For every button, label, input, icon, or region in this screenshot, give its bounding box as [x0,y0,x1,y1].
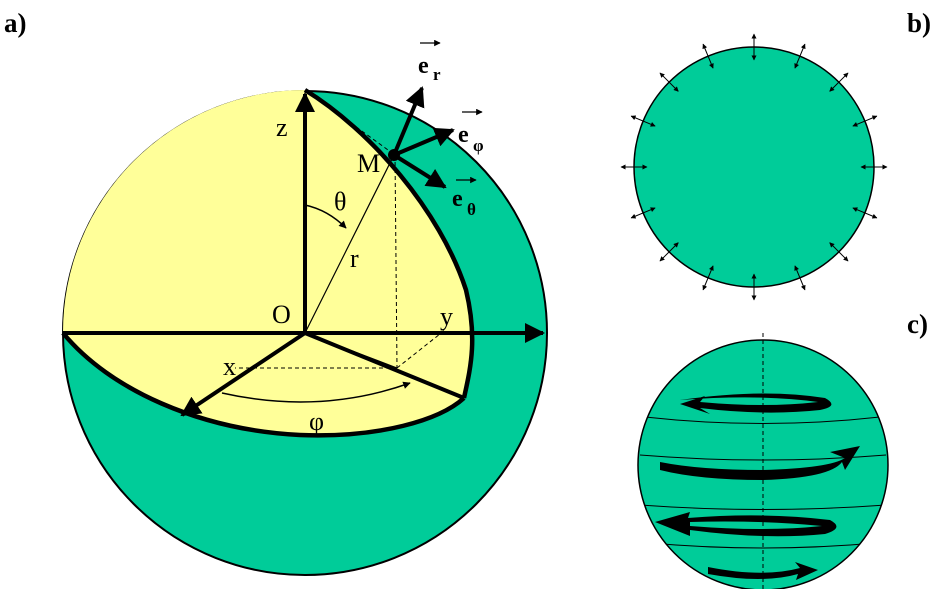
svg-text:e: e [418,53,429,79]
octant-cutaway [62,90,306,333]
label-r: r [350,244,359,273]
equator-edge [61,331,466,438]
radial-arrows [620,33,888,301]
label-M: M [357,149,380,178]
panel-label-b: b) [907,8,931,38]
label-z: z [276,113,288,142]
radial-arrow [630,115,656,127]
label-theta: θ [334,187,346,216]
panel-label-a: a) [4,8,27,38]
radial-arrow [829,242,849,262]
radial-arrow [659,72,679,92]
radius-line [304,154,395,334]
theta-arc [304,204,347,229]
e-r-vector [392,86,425,156]
e-phi-vector [393,127,455,157]
svg-text:e: e [452,186,463,212]
label-e-phi: e φ [458,108,484,155]
panel-a-diagram: a) z M θ r O y x φ e r e φ e θ [4,8,548,576]
svg-text:θ: θ [467,200,476,219]
meridian-edge [303,88,475,399]
panel-label-c: c) [907,309,928,339]
phi-arc [221,381,411,403]
radial-arrow [852,207,878,219]
svg-text:e: e [458,122,469,148]
panel-c-diagram: c) [637,309,928,589]
label-phi: φ [309,407,324,436]
radial-arrow [794,43,806,69]
label-e-r: e r [418,39,441,84]
radial-arrow [659,242,679,262]
svg-text:r: r [433,65,441,84]
radial-arrow [852,115,878,127]
svg-text:φ: φ [473,136,484,155]
label-e-theta: e θ [452,176,477,219]
radial-arrow [630,207,656,219]
radial-arrow [829,72,849,92]
e-theta-vector [392,153,447,189]
point-M [388,149,400,161]
label-y: y [440,302,453,331]
projection-lines [235,89,446,369]
x-axis [180,331,307,417]
rotation-arrows [655,393,860,580]
radial-arrow [702,43,714,69]
label-O: O [272,300,291,329]
radial-arrow [794,265,806,291]
radial-arrow [702,265,714,291]
panel-b-diagram: b) [620,8,931,301]
label-x: x [223,352,236,381]
